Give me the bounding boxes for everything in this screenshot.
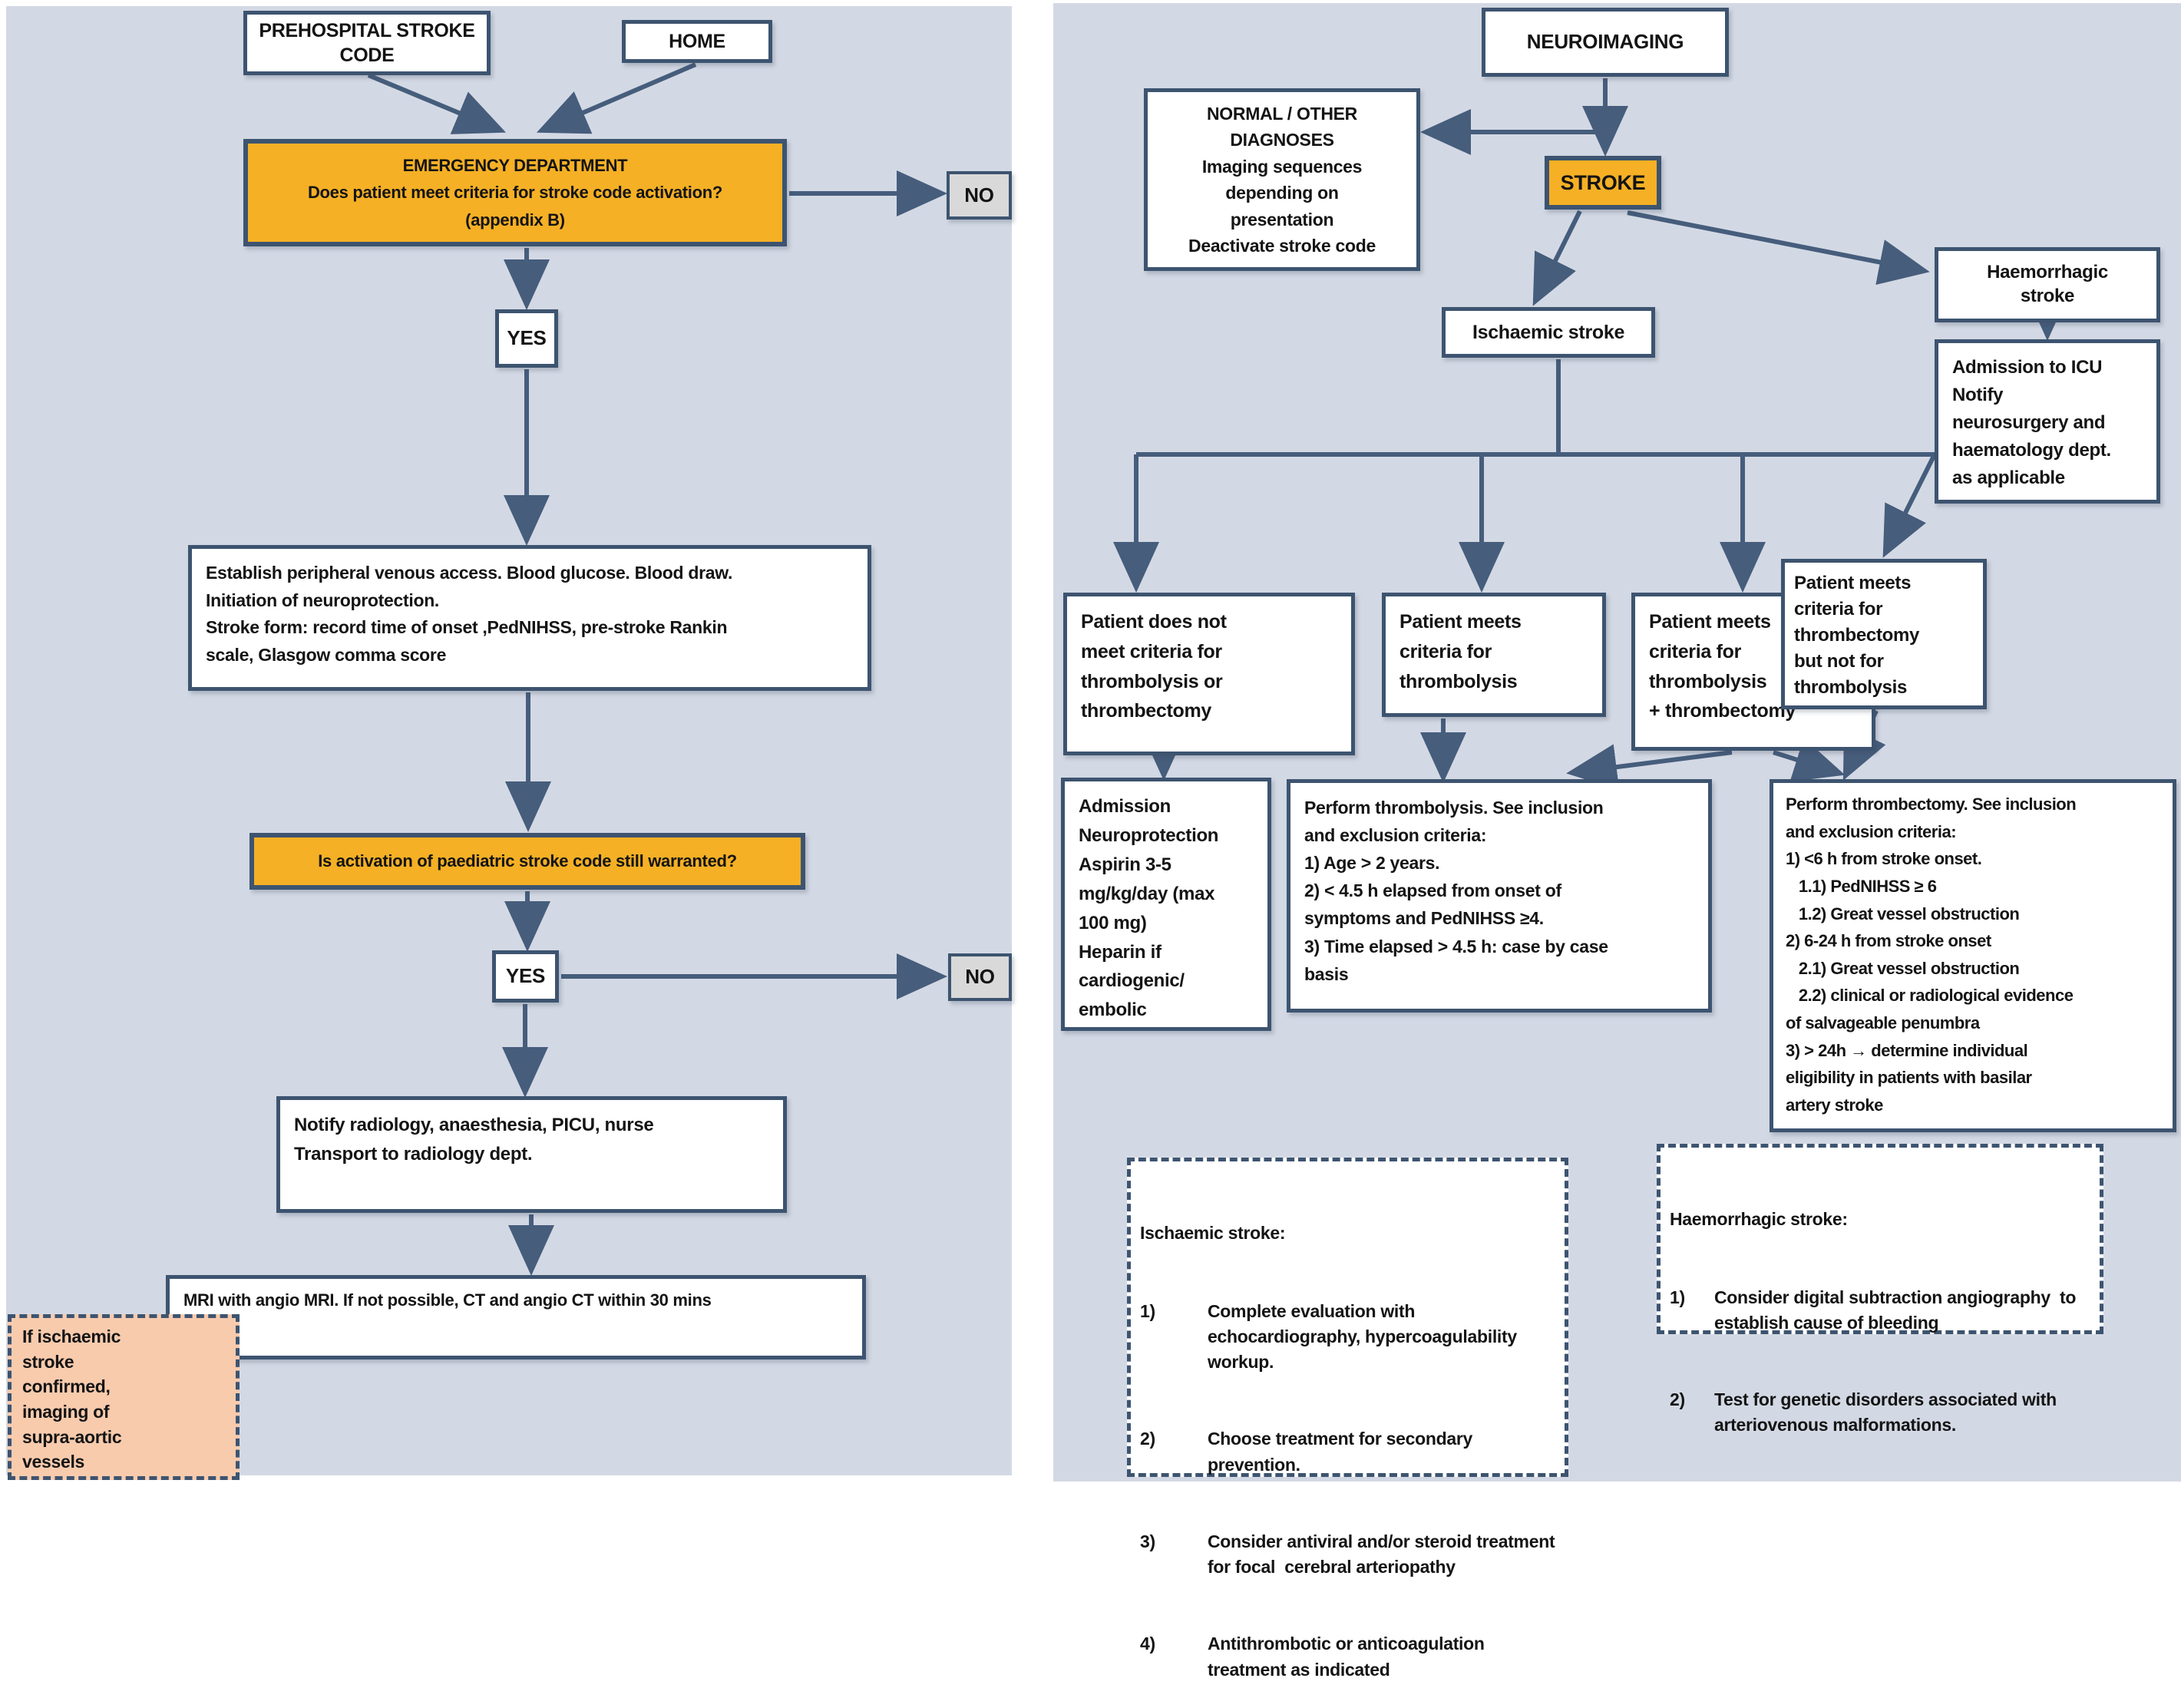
prehospital-stroke-code-box: PREHOSPITAL STROKE CODE (243, 11, 491, 75)
perform-thrombectomy-box: Perform thrombectomy. See inclusion and … (1770, 779, 2176, 1132)
icu-admission-box: Admission to ICU Notify neurosurgery and… (1935, 339, 2160, 504)
neuroimaging-box: NEUROIMAGING (1482, 8, 1729, 77)
normal-other-diagnoses-box: NORMAL / OTHER DIAGNOSES Imaging sequenc… (1144, 88, 1420, 271)
admission-neuroprotection-box: Admission Neuroprotection Aspirin 3-5 mg… (1061, 778, 1271, 1031)
yes-box-1: YES (495, 309, 558, 368)
item-number: 4) (1140, 1634, 1155, 1654)
criteria-box-thrombolysis-thrombectomy: Patient meets criteria for thrombolysis … (1631, 593, 1875, 751)
haemorrhagic-notes-title: Haemorrhagic stroke: (1670, 1208, 1848, 1229)
no-box-2: NO (948, 953, 1012, 1001)
ischaemic-followup-notes-box: Ischaemic stroke: 1) Complete evaluation… (1127, 1158, 1568, 1680)
criteria-box-thrombectomy-only: Patient meets criteria for thrombectomy … (1781, 559, 1987, 709)
ischaemic-stroke-box: Ischaemic stroke (1442, 307, 1655, 358)
item-text: Complete evaluation with echocardiograph… (1208, 1300, 1522, 1373)
no-box-1: NO (947, 171, 1012, 220)
yes-box-2: YES (492, 950, 559, 1003)
item-number: 1) (1670, 1287, 1685, 1307)
item-number: 3) (1140, 1531, 1155, 1551)
list-item: 2) Test for genetic disorders associated… (1670, 1387, 2090, 1439)
home-box: HOME (622, 20, 772, 63)
stroke-code-warranted-box: Is activation of paediatric stroke code … (249, 833, 805, 890)
item-number: 2) (1140, 1429, 1155, 1449)
supra-aortic-note-box: If ischaemic stroke confirmed, imaging o… (8, 1314, 240, 1480)
mri-angio-box: MRI with angio MRI. If not possible, CT … (166, 1275, 866, 1359)
emergency-department-box: EMERGENCY DEPARTMENT Does patient meet c… (243, 139, 787, 246)
item-text: Consider antiviral and/or steroid treatm… (1208, 1531, 1560, 1578)
criteria-box-thrombolysis: Patient meets criteria for thrombolysis (1382, 593, 1606, 717)
item-text: Antithrombotic or anticoagulation treatm… (1208, 1634, 1489, 1680)
list-item: 1) Consider digital subtraction angiogra… (1670, 1285, 2090, 1336)
item-number: 2) (1670, 1389, 1685, 1410)
list-item: 3) Consider antiviral and/or steroid tre… (1140, 1529, 1555, 1581)
stroke-box: STROKE (1545, 156, 1661, 210)
item-text: Choose treatment for secondary preventio… (1208, 1429, 1478, 1475)
item-text: Test for genetic disorders associated wi… (1714, 1389, 2061, 1435)
perform-thrombolysis-box: Perform thrombolysis. See inclusion and … (1287, 779, 1712, 1013)
venous-access-box: Establish peripheral venous access. Bloo… (188, 545, 871, 691)
list-item: 1) Complete evaluation with echocardiogr… (1140, 1299, 1555, 1376)
criteria-box-none: Patient does not meet criteria for throm… (1063, 593, 1355, 755)
haemorrhagic-followup-notes-box: Haemorrhagic stroke: 1) Consider digital… (1657, 1144, 2103, 1435)
notify-radiology-box: Notify radiology, anaesthesia, PICU, nur… (276, 1096, 787, 1213)
ischaemic-notes-title: Ischaemic stroke: (1140, 1222, 1286, 1243)
haemorrhagic-stroke-box: Haemorrhagic stroke (1935, 247, 2160, 322)
item-text: Consider digital subtraction angiography… (1714, 1287, 2081, 1333)
item-number: 1) (1140, 1300, 1155, 1321)
list-item: 2) Choose treatment for secondary preven… (1140, 1426, 1555, 1478)
list-item: 4) Antithrombotic or anticoagulation tre… (1140, 1631, 1555, 1683)
